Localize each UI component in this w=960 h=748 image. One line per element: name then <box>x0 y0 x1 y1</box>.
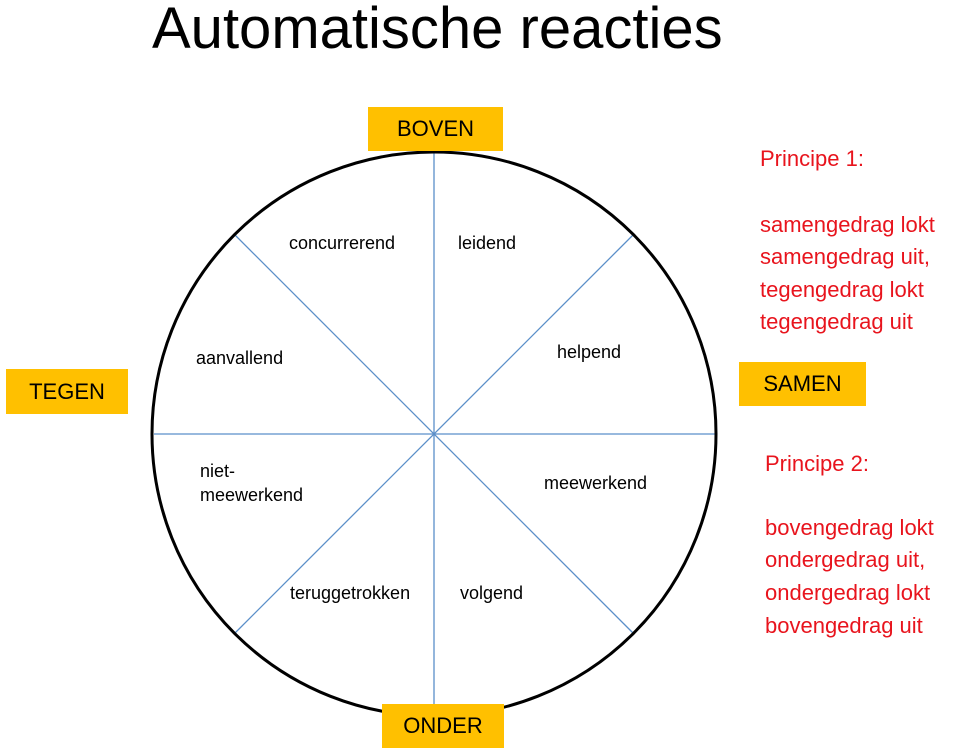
principe-1-line: samengedrag uit, <box>760 244 930 269</box>
principe-2-line: ondergedrag uit, <box>765 547 926 572</box>
segment-volgend: volgend <box>460 583 524 603</box>
segment-niet-meewerkend-line1: niet- <box>200 461 236 481</box>
principe-2-line: ondergedrag lokt <box>765 580 931 605</box>
spoke-diagonal-up <box>234 234 634 634</box>
segment-teruggetrokken: teruggetrokken <box>290 583 411 603</box>
principe-2-line: bovengedrag lokt <box>765 515 934 540</box>
segment-concurrerend: concurrerend <box>289 233 396 253</box>
axis-label-tegen: TEGEN <box>6 369 128 414</box>
segment-leidend: leidend <box>458 233 517 253</box>
segment-meewerkend: meewerkend <box>544 473 648 493</box>
principe-2-line: bovengedrag uit <box>765 613 923 638</box>
principe-1-heading: Principe 1: <box>760 146 864 171</box>
segment-helpend: helpend <box>557 342 622 362</box>
segment-niet-meewerkend-line2: meewerkend <box>200 485 304 505</box>
axis-label-samen: SAMEN <box>739 362 866 406</box>
axis-label-onder: ONDER <box>382 704 504 748</box>
segment-aanvallend: aanvallend <box>196 348 284 368</box>
principe-2-heading: Principe 2: <box>765 451 869 476</box>
wheel-spokes <box>154 150 716 715</box>
principe-1-line: tegengedrag lokt <box>760 277 924 302</box>
axis-label-boven: BOVEN <box>368 107 503 151</box>
page-title: Automatische reacties <box>152 0 723 61</box>
principe-1-line: tegengedrag uit <box>760 309 913 334</box>
principe-1-line: samengedrag lokt <box>760 212 935 237</box>
